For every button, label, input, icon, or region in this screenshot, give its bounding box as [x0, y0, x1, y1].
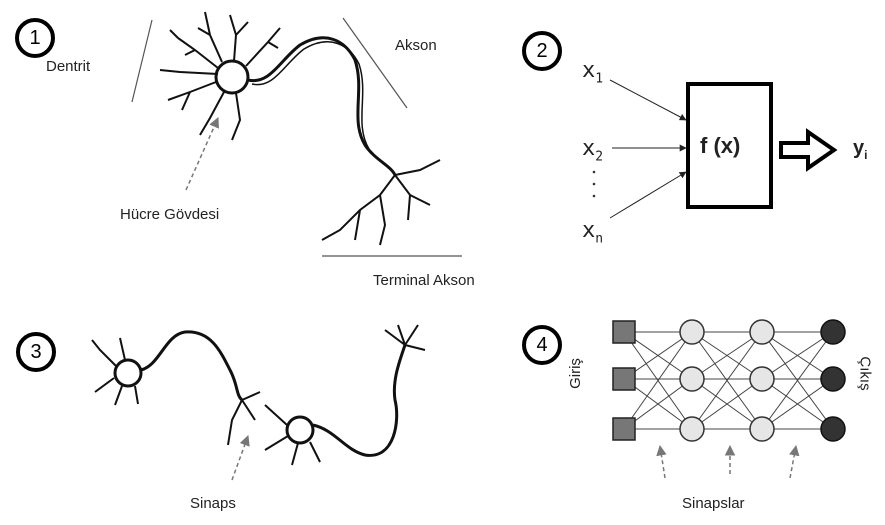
hidden-node [679, 319, 705, 345]
dendrite-label: Dentrit [46, 58, 91, 75]
network-drawing [612, 319, 846, 479]
hidden-node [679, 366, 705, 392]
connection [691, 331, 763, 380]
input-node [612, 367, 636, 391]
cell-body-label: Hücre Gövdesi [120, 206, 220, 223]
hidden-node [749, 366, 775, 392]
terminal-axon-label: Terminal Akson [373, 272, 475, 289]
panel-2-badge: 2 [522, 31, 562, 71]
input-layer-label: Giriş [566, 358, 584, 389]
synapse-pointer-arrow [656, 444, 667, 479]
connection [761, 331, 834, 430]
axon-label: Akson [395, 37, 437, 54]
input-x1: x1 [582, 58, 604, 87]
output-label: yi [853, 137, 868, 162]
output-node [820, 366, 846, 392]
connection [691, 331, 763, 430]
connection [691, 378, 763, 430]
output-node [820, 319, 846, 345]
input-xn: xn [582, 218, 604, 247]
input-x2: x2 [582, 136, 604, 165]
connection [761, 331, 834, 380]
input-node [612, 417, 636, 441]
neuron-drawing [131, 11, 462, 257]
model-drawing [592, 79, 838, 219]
hidden-node [749, 319, 775, 345]
panel-3-badge: 3 [16, 332, 56, 372]
output-node [820, 416, 846, 442]
connection [623, 331, 693, 430]
synapse-neurons-drawing [91, 324, 426, 466]
connection [761, 378, 834, 430]
synapse-pointer-arrow [789, 444, 800, 479]
cell-body-arrow [185, 117, 219, 191]
input-node [612, 320, 636, 344]
synapse-arrow [231, 435, 250, 481]
panel-1-badge: 1 [15, 18, 55, 58]
synapse-label: Sinaps [190, 495, 236, 512]
hidden-node [679, 416, 705, 442]
panel-4-badge: 4 [522, 325, 562, 365]
synapses-label: Sinapslar [682, 495, 745, 512]
output-layer-label: Çıkış [856, 356, 874, 391]
hidden-node [749, 416, 775, 442]
function-label: f (x) [700, 133, 741, 158]
